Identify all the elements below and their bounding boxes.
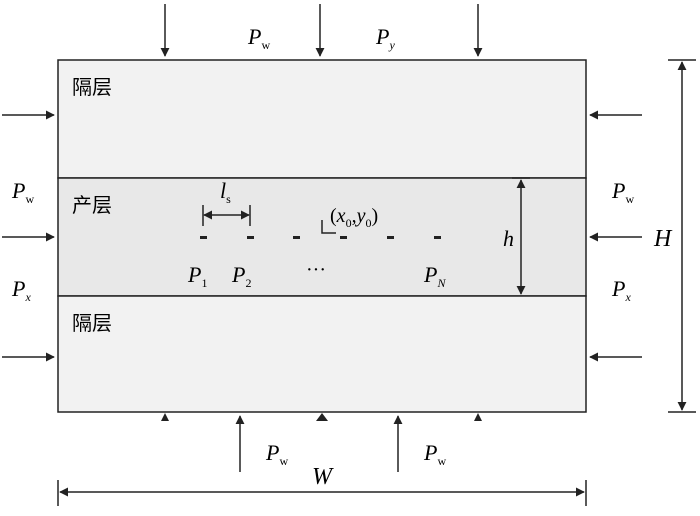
fracture-marker-4 (340, 236, 347, 239)
support-triangle-3 (474, 413, 482, 421)
support-triangle-1 (161, 413, 169, 421)
W-label: W (312, 464, 334, 490)
bottom-pw-label-2: Pw (423, 440, 446, 468)
ellipsis-label: ··· (306, 259, 326, 281)
h-label: h (503, 226, 514, 251)
pn-label: PN (423, 262, 446, 290)
top-py-label: Py (375, 24, 395, 52)
H-label: H (653, 226, 673, 252)
support-triangle-2 (316, 413, 328, 421)
p1-label: P1 (187, 262, 207, 290)
right-pw-label: Pw (611, 178, 634, 206)
bottom-pw-label-1: Pw (265, 440, 288, 468)
fracture-marker-2 (247, 236, 254, 239)
left-px-label: Px (11, 276, 31, 304)
origin-corner-marker (321, 220, 336, 234)
fracture-marker-3 (293, 236, 300, 239)
origin-coordinate-label: (x0,y0) (330, 205, 378, 230)
fracture-marker-1 (200, 236, 207, 239)
fracture-marker-5 (387, 236, 394, 239)
fracture-marker-6 (434, 236, 441, 239)
production-layer (57, 177, 587, 297)
top-isolation-layer (57, 59, 587, 179)
bottom-layer-label: 隔层 (72, 311, 112, 335)
production-layer-label: 产层 (72, 193, 112, 217)
top-layer-label: 隔层 (72, 75, 112, 99)
ls-label: ls (220, 178, 231, 206)
left-pw-label: Pw (11, 178, 34, 206)
top-pw-label: Pw (247, 24, 270, 52)
p2-label: P2 (231, 262, 251, 290)
right-px-label: Px (611, 276, 631, 304)
bottom-isolation-layer (57, 295, 587, 413)
